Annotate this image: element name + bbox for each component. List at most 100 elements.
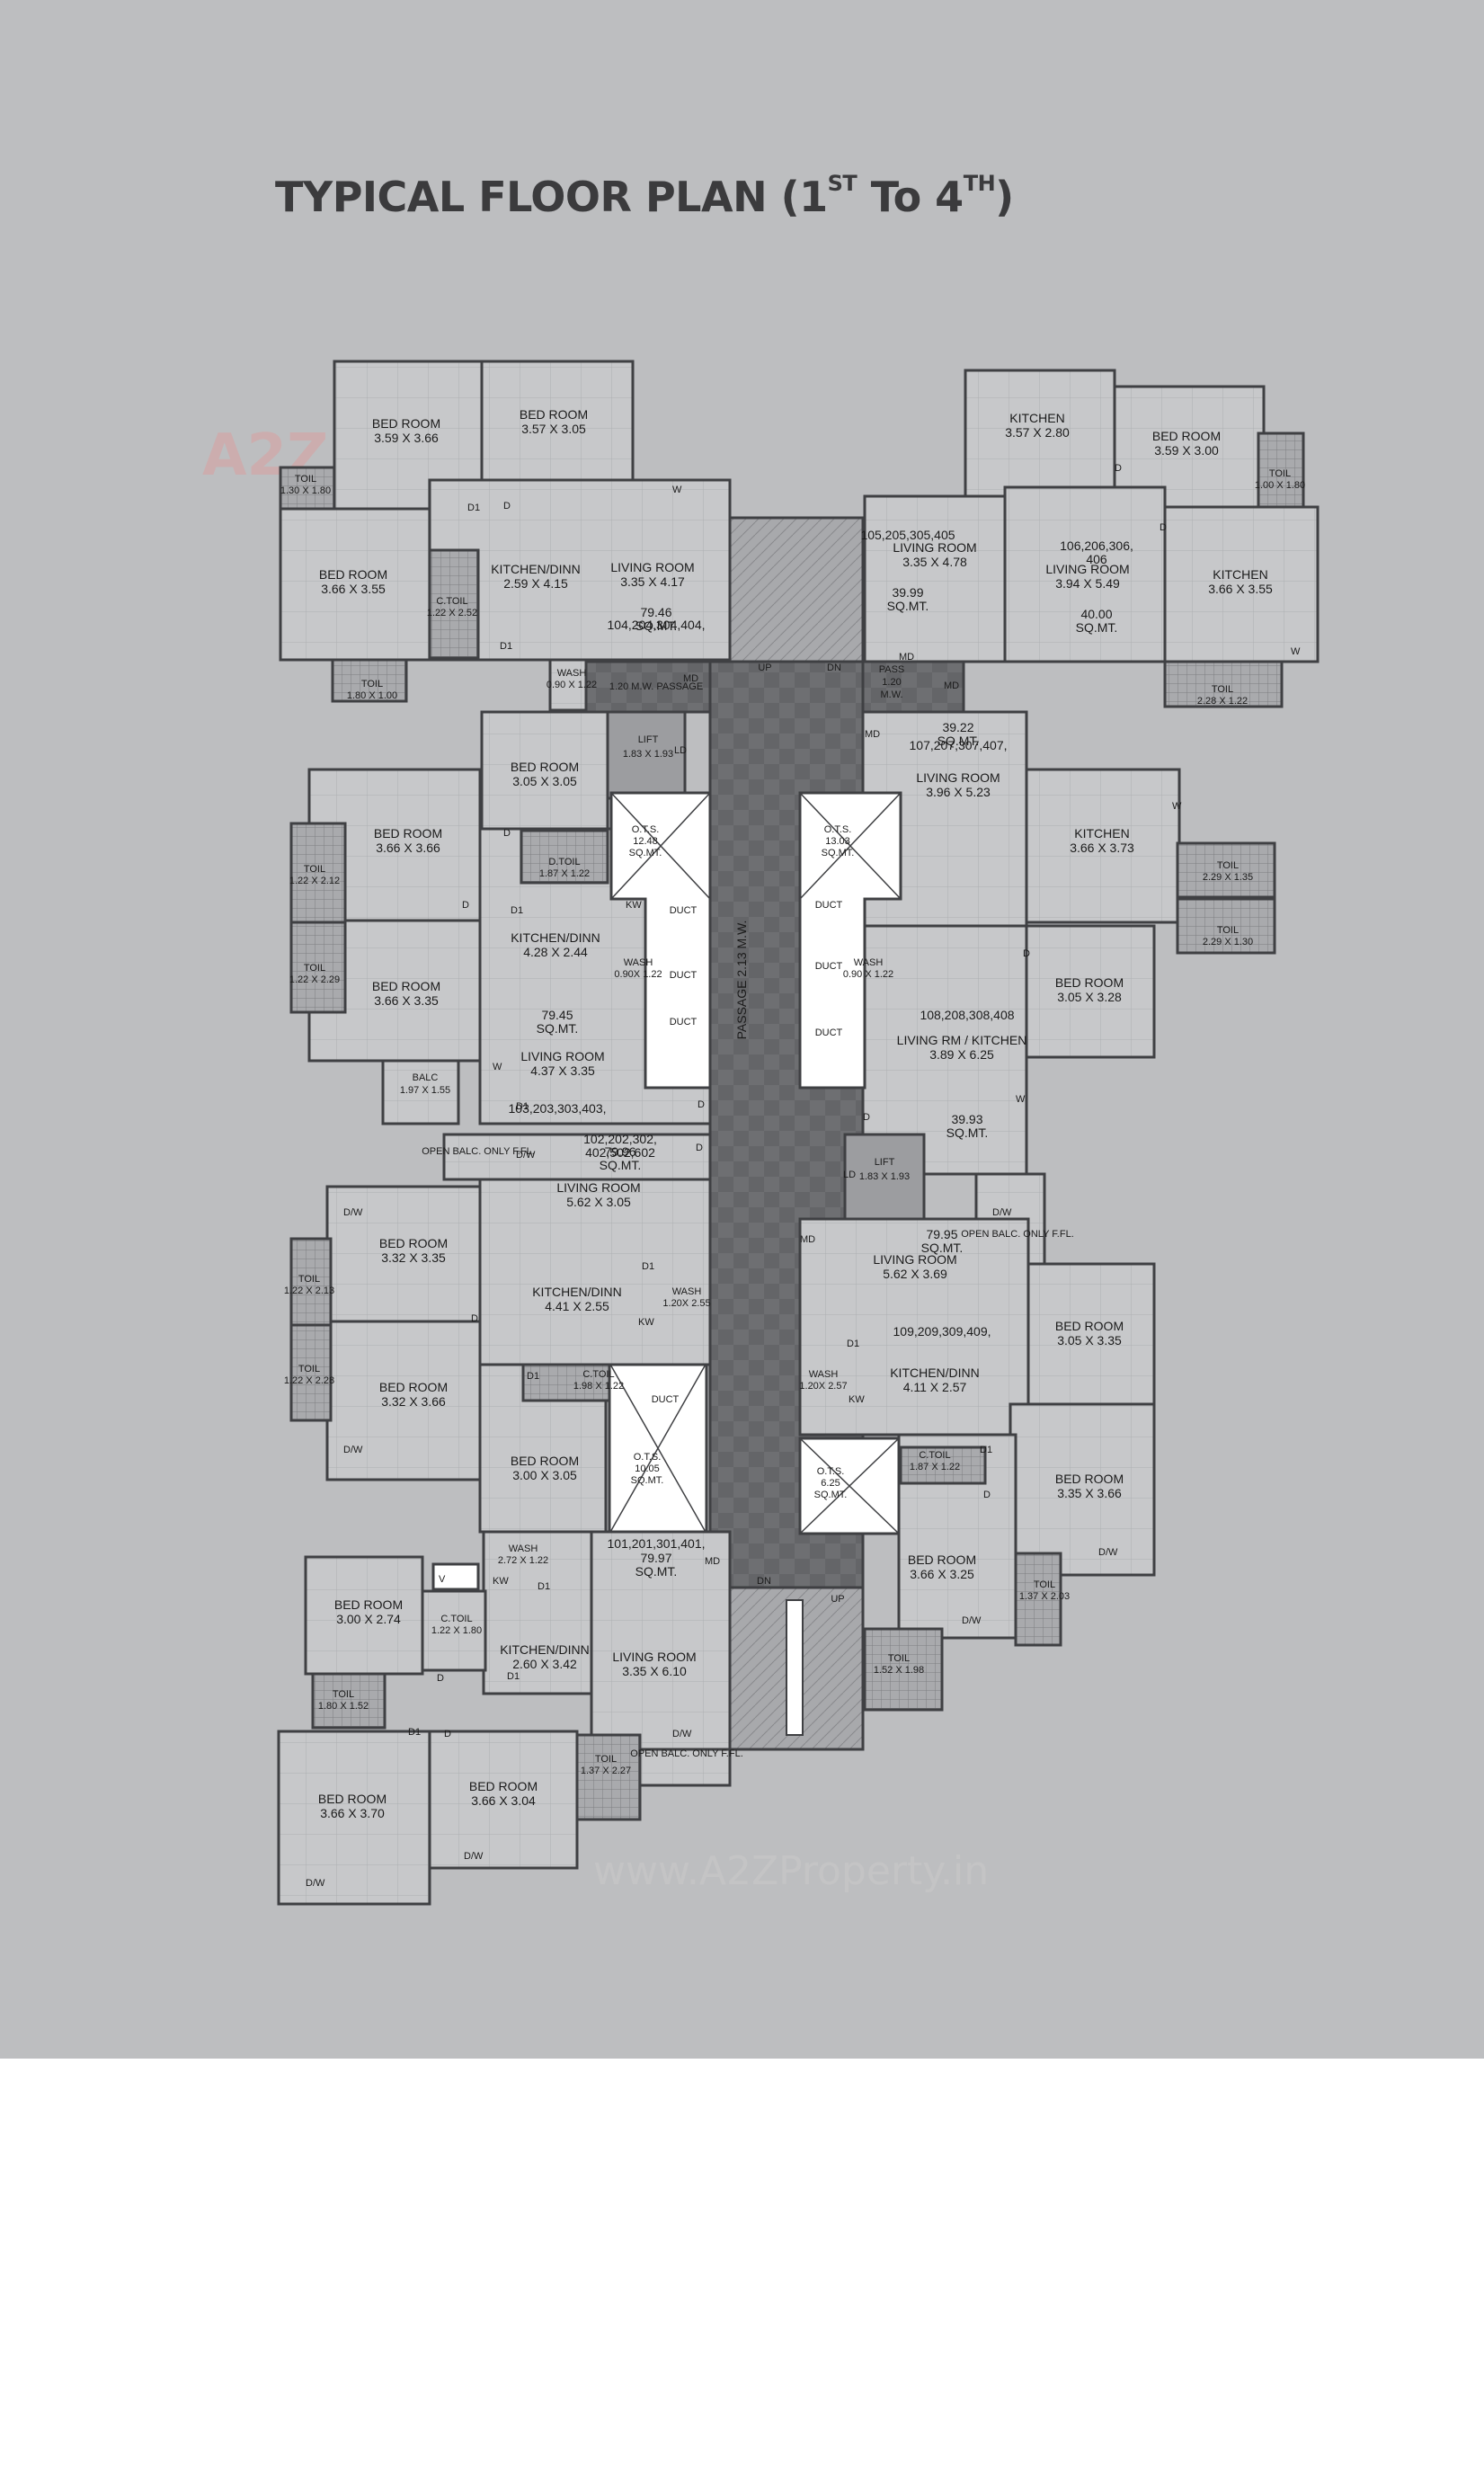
door-window-marker: KW <box>849 1394 865 1405</box>
room-dims: 1.37 X 2.27 <box>581 1766 631 1776</box>
wash-dims: 0.90 X 1.22 <box>843 969 893 980</box>
room-name: BED ROOM <box>908 1552 976 1567</box>
flat-numbers: 102,202,302, <box>583 1132 657 1146</box>
duct-label: DUCT <box>670 1017 698 1027</box>
room-name: BED ROOM <box>372 416 440 431</box>
passage-vertical-label: PASSAGE 2.13 M.W. <box>734 921 749 1040</box>
room-name: LIVING ROOM <box>873 1252 956 1267</box>
door-window-marker: D <box>696 1143 703 1153</box>
title-sup-st: ST <box>827 171 858 196</box>
room-dims: 3.35 X 4.78 <box>902 555 967 569</box>
room-name: BED ROOM <box>319 567 387 582</box>
room-name: LIVING RM / KITCHEN <box>897 1033 1027 1047</box>
flat-area-unit: SQ.MT. <box>537 1021 579 1036</box>
room-dims: 1.80 X 1.00 <box>347 690 397 701</box>
room-name: LIVING ROOM <box>556 1180 640 1195</box>
door-window-marker: D1 <box>511 905 523 916</box>
flat-area-unit: SQ.MT. <box>1076 620 1118 635</box>
ots-unit: SQ.MT. <box>631 1475 664 1486</box>
duct-label: DUCT <box>815 961 843 972</box>
pass-unit: M.W. <box>880 689 902 700</box>
wash-dims: 0.90X 1.22 <box>614 969 662 980</box>
stair-dn-bottom: DN <box>757 1576 771 1587</box>
door-window-marker: W <box>1172 801 1182 812</box>
room-name: LIVING ROOM <box>610 560 694 574</box>
room-dims: 1.22 X 2.52 <box>427 608 477 618</box>
room-dims: 2.28 X 1.22 <box>1197 696 1248 707</box>
room-name: C.TOIL <box>440 1614 472 1624</box>
flat-area-unit: SQ.MT. <box>937 734 980 748</box>
room-name: KITCHEN <box>1009 411 1064 425</box>
flat-numbers: 106,206,306, <box>1060 538 1133 553</box>
room-dims: 1.37 X 2.03 <box>1019 1591 1070 1602</box>
room-name: BED ROOM <box>379 1380 448 1394</box>
door-window-marker: D <box>444 1729 451 1739</box>
room-dims: 3.05 X 3.28 <box>1057 990 1122 1004</box>
room-name: KITCHEN/DINN <box>500 1642 590 1657</box>
room-name: TOIL <box>304 864 325 875</box>
room-name: KITCHEN/DINN <box>890 1365 980 1380</box>
ots-area: 10.05 <box>635 1463 660 1474</box>
door-window-marker: V <box>439 1574 446 1585</box>
door-window-marker: D <box>1115 463 1122 474</box>
door-window-marker: D <box>698 1099 705 1110</box>
flats-105-106 <box>863 369 1320 708</box>
room-name: BED ROOM <box>1055 975 1124 990</box>
open-balc-1: OPEN BALC. ONLY F.FL. <box>422 1146 535 1157</box>
title-end: ) <box>995 173 1014 221</box>
room-dims: 1.22 X 2.13 <box>284 1285 334 1296</box>
room-dims: 1.52 X 1.98 <box>874 1665 924 1676</box>
room-dims: 3.05 X 3.05 <box>512 774 577 788</box>
room-dims: 4.28 X 2.44 <box>523 945 588 959</box>
room-name: BED ROOM <box>334 1597 403 1612</box>
door-window-marker: D1 <box>847 1339 859 1349</box>
duct-label: DUCT <box>815 1027 843 1038</box>
flat-103 <box>289 710 712 1125</box>
room-dims: 1.30 X 1.80 <box>280 485 331 496</box>
flat-numbers: 105,205,305,405 <box>860 528 955 542</box>
door-window-marker: D <box>471 1313 478 1324</box>
stair-up-top: UP <box>758 663 771 673</box>
door-window-marker: D1 <box>980 1445 992 1455</box>
wash-label: WASH <box>809 1369 839 1380</box>
flat-area: 79.96 <box>604 1144 635 1159</box>
room-dims: 3.59 X 3.66 <box>374 431 439 445</box>
room-dims: 3.57 X 2.80 <box>1005 425 1070 440</box>
room-name: BED ROOM <box>469 1779 538 1793</box>
room-name: BED ROOM <box>372 979 440 993</box>
door-window-marker: D <box>1160 522 1167 533</box>
room-dims: 1.00 X 1.80 <box>1255 480 1305 491</box>
room-dims: 3.35 X 3.66 <box>1057 1486 1122 1500</box>
room-dims: 5.62 X 3.05 <box>566 1195 631 1209</box>
balc-dims: 1.97 X 1.55 <box>400 1085 450 1096</box>
room-name: BED ROOM <box>1152 429 1221 443</box>
room-dims: 3.66 X 3.73 <box>1070 841 1134 855</box>
door-window-marker: D1 <box>527 1371 539 1382</box>
room-name: LIVING ROOM <box>916 770 1000 785</box>
flat-numbers: 103,203,303,403, <box>509 1101 607 1116</box>
room-name: BED ROOM <box>1055 1319 1124 1333</box>
flat-numbers: 109,209,309,409, <box>893 1324 991 1339</box>
room-name: TOIL <box>333 1689 354 1700</box>
room-name: BED ROOM <box>1055 1472 1124 1486</box>
door-window-marker: D/W <box>343 1207 363 1218</box>
door-window-marker: D1 <box>507 1671 520 1682</box>
pass-dims: 1.20 <box>882 677 901 688</box>
ots-unit: SQ.MT. <box>814 1490 848 1500</box>
room-dims: 2.60 X 3.42 <box>512 1657 577 1671</box>
flat-area: 79.45 <box>541 1008 573 1022</box>
room-name: KITCHEN <box>1074 826 1129 841</box>
duct-label: DUCT <box>815 900 843 911</box>
door-window-marker: W <box>1291 646 1301 657</box>
stair-well <box>786 1599 804 1736</box>
stair-up-bottom: UP <box>831 1594 844 1605</box>
wash-dims: 2.72 X 1.22 <box>498 1555 548 1566</box>
door-window-marker: MD <box>800 1234 815 1245</box>
core-shafts <box>606 710 926 1535</box>
flat-area-unit: SQ.MT. <box>946 1125 989 1140</box>
room-dims: 3.00 X 2.74 <box>336 1612 401 1626</box>
door-window-marker: D <box>863 1112 870 1123</box>
lift-2-dims: 1.83 X 1.93 <box>859 1171 910 1182</box>
room-dims: 4.11 X 2.57 <box>903 1380 967 1394</box>
lift-1-label: LIFT <box>638 734 659 745</box>
